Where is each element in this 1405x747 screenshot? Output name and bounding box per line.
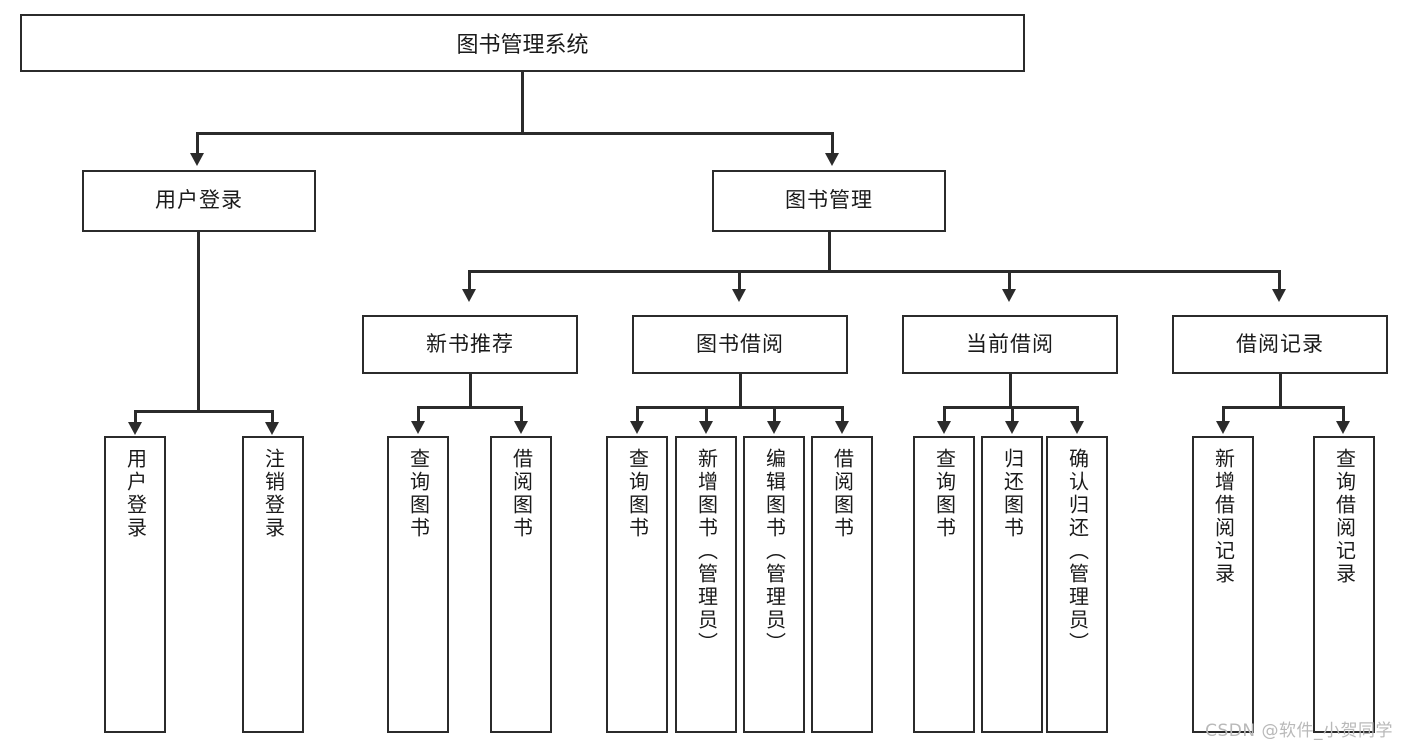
watermark-text: CSDN @软件_小贺同学 <box>1205 721 1393 741</box>
arrow-icon-to-new-book <box>462 289 476 302</box>
arrow-icon-to-book-mgmt <box>825 153 839 166</box>
edge-book-borrow-stem <box>739 374 742 408</box>
arrow-icon-to-borrow-record <box>1272 289 1286 302</box>
node-book-borrow[interactable]: 图书借阅 <box>632 315 848 374</box>
node-label: 查询图书 <box>406 448 431 540</box>
edge-borrow-record-drop-1 <box>1222 406 1225 424</box>
node-borrow-record[interactable]: 借阅记录 <box>1172 315 1388 374</box>
edge-to-new-book <box>468 270 471 292</box>
node-book-management[interactable]: 图书管理 <box>712 170 946 232</box>
edge-book-borrow-drop-3 <box>773 406 776 424</box>
edge-user-login-drop-2 <box>271 410 274 426</box>
edge-book-borrow-drop-4 <box>841 406 844 424</box>
node-label: 借阅记录 <box>1236 331 1324 356</box>
arrow-icon-user-login-leaf-1 <box>128 422 142 435</box>
leaf-borrow-record-add[interactable]: 新增借阅记录 <box>1192 436 1254 733</box>
arrow-icon-to-book-borrow <box>732 289 746 302</box>
arrow-icon-book-borrow-leaf-4 <box>835 421 849 434</box>
arrow-icon-to-current-borrow <box>1002 289 1016 302</box>
node-new-book-recommend[interactable]: 新书推荐 <box>362 315 578 374</box>
node-label: 新增图书（管理员） <box>694 448 719 655</box>
arrow-icon-user-login-leaf-2 <box>265 422 279 435</box>
edge-book-borrow-drop-1 <box>636 406 639 424</box>
edge-root-to-book-mgmt <box>831 132 834 156</box>
node-label: 查询图书 <box>625 448 650 540</box>
node-label: 新增借阅记录 <box>1211 448 1236 586</box>
leaf-book-borrow-edit[interactable]: 编辑图书（管理员） <box>743 436 805 733</box>
leaf-current-borrow-return[interactable]: 归还图书 <box>981 436 1043 733</box>
arrow-icon-borrow-record-leaf-2 <box>1336 421 1350 434</box>
node-label: 图书借阅 <box>696 331 784 356</box>
leaf-new-book-borrow[interactable]: 借阅图书 <box>490 436 552 733</box>
node-label: 确认归还（管理员） <box>1065 448 1090 655</box>
arrow-icon-book-borrow-leaf-3 <box>767 421 781 434</box>
node-label: 注销登录 <box>261 448 286 540</box>
node-label: 查询借阅记录 <box>1332 448 1357 586</box>
edge-book-mgmt-stem <box>828 232 831 272</box>
arrow-icon-current-borrow-leaf-3 <box>1070 421 1084 434</box>
arrow-icon-borrow-record-leaf-1 <box>1216 421 1230 434</box>
edge-new-book-drop-1 <box>417 406 420 424</box>
edge-current-borrow-bus <box>943 406 1077 409</box>
leaf-book-borrow-borrow[interactable]: 借阅图书 <box>811 436 873 733</box>
edge-new-book-bus <box>417 406 522 409</box>
edge-new-book-stem <box>469 374 472 408</box>
leaf-current-borrow-query[interactable]: 查询图书 <box>913 436 975 733</box>
edge-book-borrow-bus <box>636 406 843 409</box>
leaf-book-borrow-add[interactable]: 新增图书（管理员） <box>675 436 737 733</box>
edge-current-borrow-drop-3 <box>1076 406 1079 424</box>
edge-book-mgmt-bus <box>468 270 1280 273</box>
arrow-icon-book-borrow-leaf-2 <box>699 421 713 434</box>
edge-root-to-user-login <box>196 132 199 156</box>
arrow-icon-new-book-leaf-2 <box>514 421 528 434</box>
edge-borrow-record-stem <box>1279 374 1282 408</box>
node-label: 借阅图书 <box>509 448 534 540</box>
edge-current-borrow-stem <box>1009 374 1012 408</box>
arrow-icon-book-borrow-leaf-1 <box>630 421 644 434</box>
node-root-system[interactable]: 图书管理系统 <box>20 14 1025 72</box>
leaf-user-login-logout[interactable]: 注销登录 <box>242 436 304 733</box>
arrow-icon-new-book-leaf-1 <box>411 421 425 434</box>
edge-current-borrow-drop-1 <box>943 406 946 424</box>
leaf-book-borrow-query[interactable]: 查询图书 <box>606 436 668 733</box>
node-label: 借阅图书 <box>830 448 855 540</box>
edge-user-login-stem <box>197 232 200 412</box>
edge-to-book-borrow <box>738 270 741 292</box>
edge-user-login-bus <box>134 410 273 413</box>
node-label: 归还图书 <box>1000 448 1025 540</box>
edge-user-login-drop-1 <box>134 410 137 426</box>
edge-borrow-record-bus <box>1222 406 1344 409</box>
edge-book-borrow-drop-2 <box>705 406 708 424</box>
node-label: 新书推荐 <box>426 331 514 356</box>
node-label: 编辑图书（管理员） <box>762 448 787 655</box>
node-label: 图书管理 <box>785 188 873 213</box>
arrow-icon-current-borrow-leaf-1 <box>937 421 951 434</box>
node-label: 查询图书 <box>932 448 957 540</box>
edge-borrow-record-drop-2 <box>1342 406 1345 424</box>
leaf-current-borrow-confirm[interactable]: 确认归还（管理员） <box>1046 436 1108 733</box>
edge-root-bus <box>196 132 834 135</box>
edge-new-book-drop-2 <box>520 406 523 424</box>
leaf-new-book-query[interactable]: 查询图书 <box>387 436 449 733</box>
edge-current-borrow-drop-2 <box>1011 406 1014 424</box>
node-label: 图书管理系统 <box>456 33 589 58</box>
leaf-user-login-login[interactable]: 用户登录 <box>104 436 166 733</box>
leaf-borrow-record-query[interactable]: 查询借阅记录 <box>1313 436 1375 733</box>
node-user-login[interactable]: 用户登录 <box>82 170 316 232</box>
node-label: 用户登录 <box>155 188 243 213</box>
edge-root-stem <box>521 72 524 134</box>
edge-to-current-borrow <box>1008 270 1011 292</box>
node-current-borrow[interactable]: 当前借阅 <box>902 315 1118 374</box>
node-label: 当前借阅 <box>966 331 1054 356</box>
node-label: 用户登录 <box>123 448 148 540</box>
arrow-icon-current-borrow-leaf-2 <box>1005 421 1019 434</box>
arrow-icon-to-user-login <box>190 153 204 166</box>
edge-to-borrow-record <box>1278 270 1281 292</box>
